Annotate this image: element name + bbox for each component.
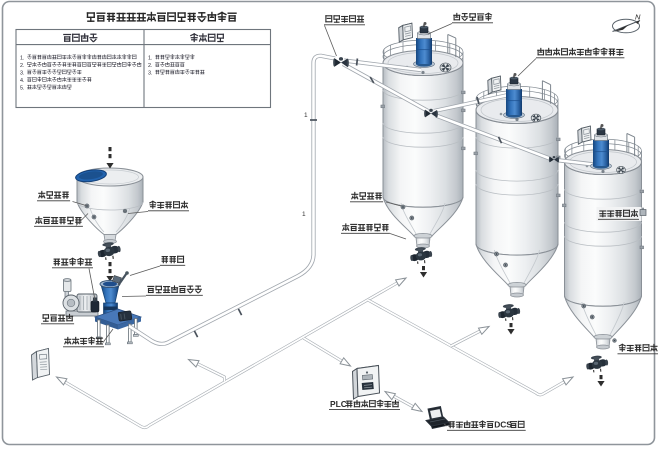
svg-text:4.: 4. (20, 78, 25, 84)
svg-text:3.: 3. (148, 70, 153, 76)
svg-text:1: 1 (302, 211, 306, 218)
svg-text:DCS: DCS (494, 420, 512, 430)
svg-text:N: N (635, 13, 641, 22)
svg-text:3.: 3. (20, 70, 25, 76)
svg-text:2.: 2. (148, 63, 153, 69)
svg-text:2.: 2. (20, 63, 25, 69)
svg-text:5.: 5. (20, 85, 25, 91)
svg-text:1.: 1. (20, 55, 25, 61)
svg-text:1: 1 (304, 112, 308, 119)
svg-text:PLC: PLC (330, 399, 347, 409)
svg-text:1.: 1. (148, 55, 153, 61)
